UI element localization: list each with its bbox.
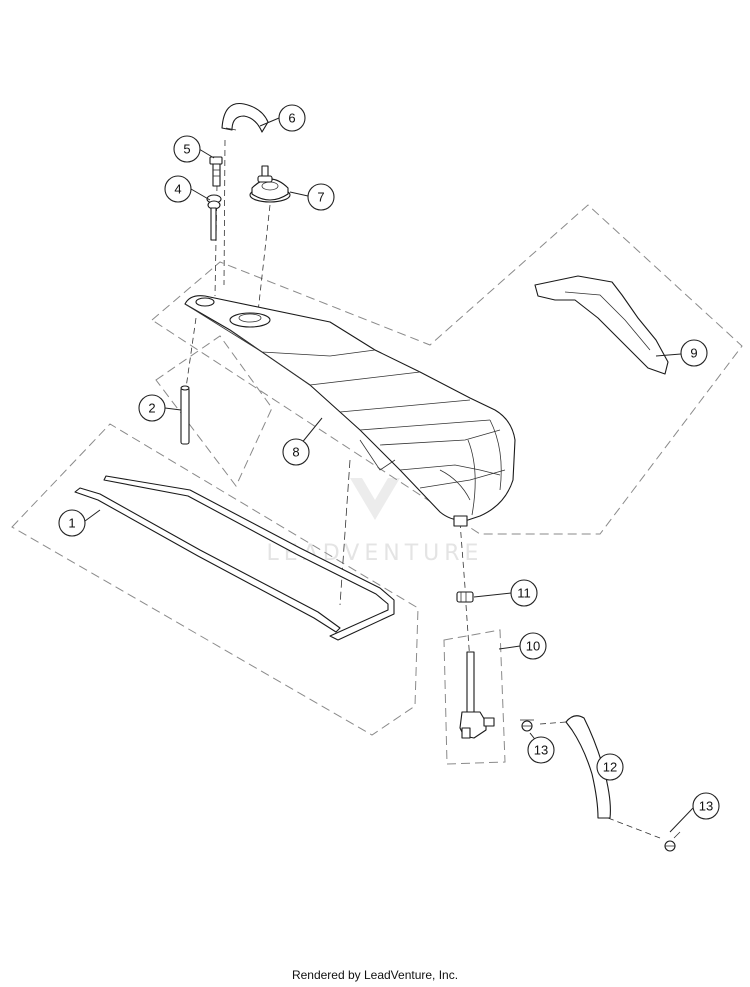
hose-clamp-lower <box>664 831 681 852</box>
callout-number: 6 <box>288 111 295 126</box>
breather-hose <box>221 102 269 133</box>
callout-1: 1 <box>58 509 86 537</box>
callout-6: 6 <box>278 104 306 132</box>
callout-number: 8 <box>292 445 299 460</box>
tank-group-outline <box>151 204 743 535</box>
valve-group-outline <box>443 629 506 765</box>
callout-number: 11 <box>517 586 531 601</box>
callout-12: 12 <box>596 753 624 781</box>
watermark-logo-icon <box>350 478 400 520</box>
callout-11: 11 <box>510 579 538 607</box>
callout-number: 7 <box>317 190 324 205</box>
callout-circle <box>680 339 708 367</box>
bolt <box>209 156 223 187</box>
callout-number: 13 <box>534 743 548 758</box>
callout-2: 2 <box>138 394 166 422</box>
fuel-tank <box>184 295 516 527</box>
callout-leaders <box>84 117 694 833</box>
callout-number: 13 <box>699 799 713 814</box>
callout-number: 10 <box>526 639 540 654</box>
fuel-valve <box>459 651 495 739</box>
spacer <box>180 385 190 445</box>
callout-circle <box>510 579 538 607</box>
fitting <box>456 591 474 603</box>
strap-group-outline <box>11 423 419 736</box>
callout-8: 8 <box>282 438 310 466</box>
callout-number: 9 <box>690 346 697 361</box>
callout-number: 2 <box>148 401 155 416</box>
group-outlines <box>11 204 743 765</box>
callout-circle <box>164 175 192 203</box>
callout-5: 5 <box>173 135 201 163</box>
callout-number: 5 <box>183 142 190 157</box>
callout-circle <box>596 753 624 781</box>
callout-circle <box>58 509 86 537</box>
callout-9: 9 <box>680 339 708 367</box>
tank-strap <box>74 475 395 641</box>
callout-circle <box>692 792 720 820</box>
callout-circle <box>527 736 555 764</box>
callout-circle <box>282 438 310 466</box>
callout-circle <box>138 394 166 422</box>
callout-4: 4 <box>164 175 192 203</box>
callout-circle <box>307 183 335 211</box>
tank-seal <box>534 275 669 375</box>
fuel-cap <box>249 165 291 203</box>
grommet <box>206 194 222 241</box>
callout-number: 1 <box>68 516 75 531</box>
callout-number: 12 <box>603 760 617 775</box>
callout-circle <box>519 632 547 660</box>
fuel-hose <box>565 715 611 819</box>
footer-credit: Rendered by LeadVenture, Inc. <box>291 968 459 982</box>
callout-7: 7 <box>307 183 335 211</box>
callout-10: 10 <box>519 632 547 660</box>
callout-13-upper: 13 <box>527 736 555 764</box>
callout-number: 4 <box>174 182 181 197</box>
hose-clamp-upper <box>520 719 534 732</box>
callout-circle <box>173 135 201 163</box>
callout-13-lower: 13 <box>692 792 720 820</box>
spacer-group-outline <box>155 335 273 487</box>
callout-circle <box>278 104 306 132</box>
